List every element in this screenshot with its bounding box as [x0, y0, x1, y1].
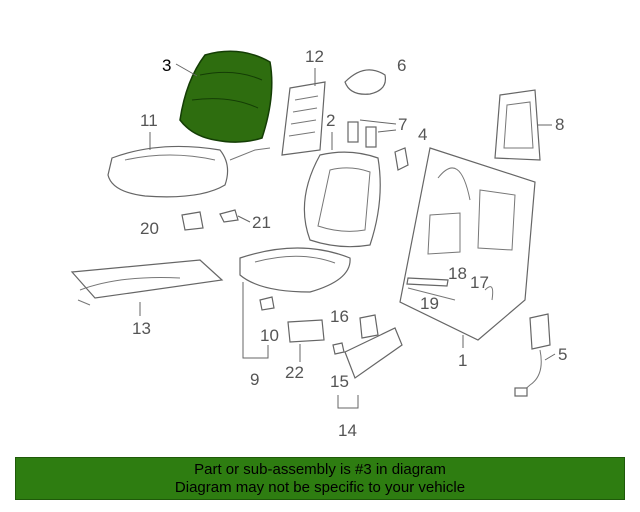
part-2-seatback-pad[interactable]: [303, 151, 381, 248]
callout-12: 12: [305, 47, 324, 66]
part-16-bracket[interactable]: [359, 314, 379, 339]
part-4-clip[interactable]: [394, 147, 409, 171]
part-13-cushion-frame[interactable]: [70, 259, 224, 306]
callout-7: 7: [398, 115, 407, 134]
leader-9: [242, 282, 269, 359]
callout-21: 21: [252, 213, 271, 232]
part-3-seatback-cover[interactable]: [179, 50, 273, 143]
callout-8: 8: [555, 115, 564, 134]
callout-3: 3: [162, 56, 171, 75]
callout-16: 16: [330, 307, 349, 326]
leader-5: [544, 353, 556, 361]
part-15-side-trim[interactable]: [332, 327, 403, 379]
leader-7: [359, 119, 397, 133]
part-1-seat-frame[interactable]: [399, 147, 536, 341]
callout-2: 2: [326, 111, 335, 130]
part-6-headrest[interactable]: [344, 69, 387, 95]
callout-1: 1: [458, 351, 467, 370]
part-11-cushion-cover[interactable]: [107, 145, 271, 198]
callout-4: 4: [418, 125, 427, 144]
callout-6: 6: [397, 56, 406, 75]
footer-banner: Part or sub-assembly is #3 in diagram Di…: [15, 457, 625, 500]
callout-5: 5: [558, 345, 567, 364]
leader-3: [175, 63, 198, 77]
part-21-clip[interactable]: [219, 209, 239, 223]
callout-11: 11: [140, 111, 158, 130]
part-12-heater-pad[interactable]: [281, 81, 326, 156]
part-19-rod[interactable]: [407, 287, 456, 301]
part-18-rod[interactable]: [406, 277, 449, 287]
leader-14: [337, 395, 359, 409]
footer-line-2: Diagram may not be specific to your vehi…: [174, 479, 466, 496]
callout-14: 14: [338, 421, 357, 440]
callout-18: 18: [448, 264, 467, 283]
parts-diagram: 3 11 12 6 7 2 4 8: [70, 47, 567, 440]
footer-line-1: Part or sub-assembly is #3 in diagram: [194, 461, 446, 478]
part-7-headrest-guides[interactable]: [347, 121, 377, 148]
callout-13: 13: [132, 319, 151, 338]
part-8-seatback-frame[interactable]: [494, 89, 541, 161]
part-9-cushion-pad[interactable]: [239, 247, 351, 293]
callout-19: 19: [420, 294, 439, 313]
part-20-bracket[interactable]: [181, 211, 204, 231]
callout-10: 10: [260, 326, 279, 345]
callout-22: 22: [285, 363, 304, 382]
callout-17: 17: [470, 273, 489, 292]
part-17-lever[interactable]: [484, 286, 494, 301]
callout-9: 9: [250, 370, 259, 389]
part-10-clip[interactable]: [259, 296, 275, 311]
callout-20: 20: [140, 219, 159, 238]
part-22-trim[interactable]: [287, 319, 325, 343]
leader-21: [237, 215, 251, 223]
callout-15: 15: [330, 372, 349, 391]
part-5-switch[interactable]: [514, 313, 551, 397]
